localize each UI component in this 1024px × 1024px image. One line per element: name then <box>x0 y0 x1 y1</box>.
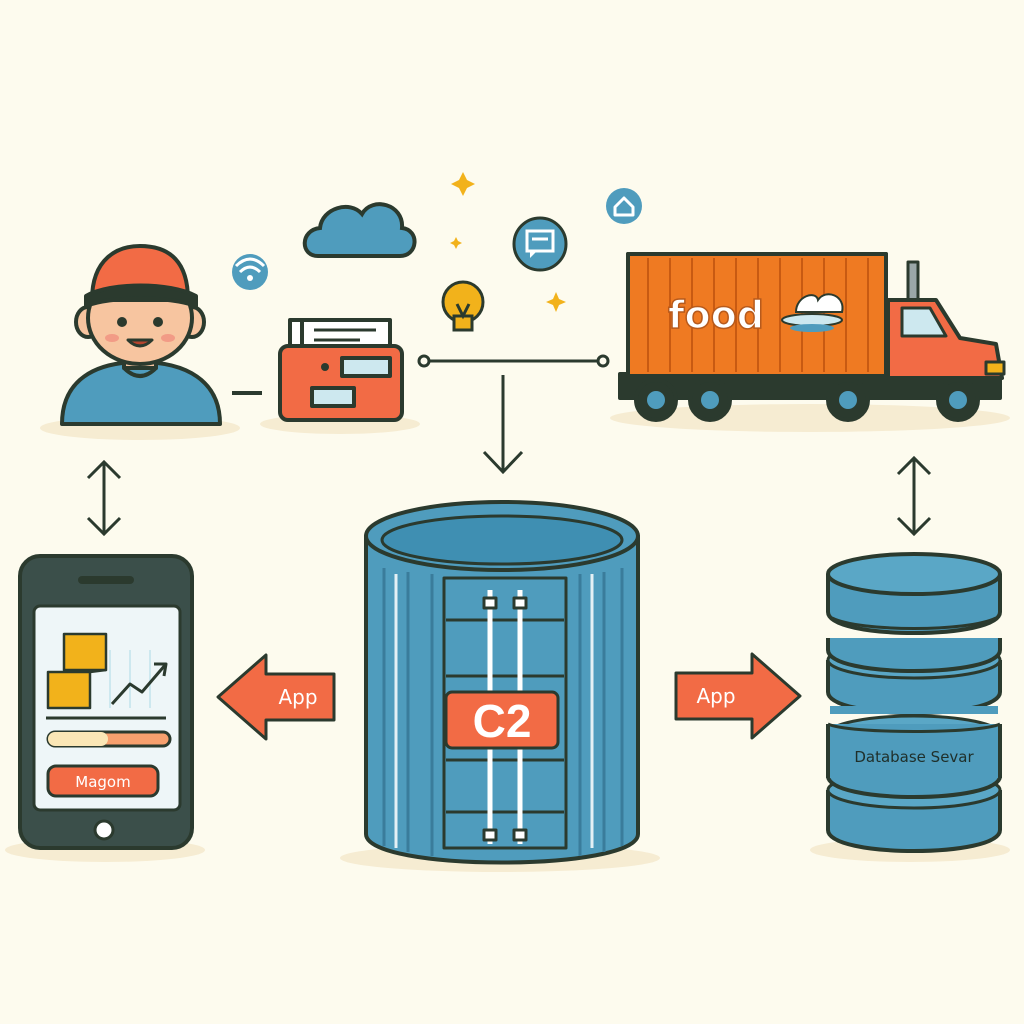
truck-database-double-arrow <box>896 455 932 537</box>
food-truck-icon <box>618 252 1006 422</box>
container-badge-label: C2 <box>473 695 532 747</box>
person-phone-double-arrow <box>86 459 122 537</box>
down-arrow-to-container <box>482 375 524 475</box>
scanner-device-icon <box>278 318 404 422</box>
left-app-arrow-icon <box>216 653 336 741</box>
smartphone-icon <box>18 554 194 850</box>
phone-trend-chart-icon <box>109 650 168 708</box>
left-arrow-label: App <box>278 685 317 709</box>
home-icon <box>606 188 642 224</box>
right-arrow-label: App <box>696 684 735 708</box>
phone-button-label: Magom <box>75 773 130 791</box>
sparkle-icons <box>450 172 566 312</box>
wifi-icon <box>232 254 268 290</box>
lightbulb-icon <box>441 280 485 332</box>
cloud-icon <box>302 202 417 258</box>
truck-cargo-label: food <box>668 293 764 337</box>
database-server-icon <box>826 552 1002 853</box>
scanner-truck-connector <box>417 354 610 368</box>
container-tank-icon <box>364 500 640 865</box>
food-dish-icon <box>781 293 844 332</box>
chat-icon <box>512 216 568 272</box>
delivery-person-icon <box>60 244 222 426</box>
truck-wheels <box>634 378 980 422</box>
database-label: Database Sevar <box>854 748 974 766</box>
right-app-arrow-icon <box>674 652 802 740</box>
phone-boxes-icon <box>46 632 108 710</box>
